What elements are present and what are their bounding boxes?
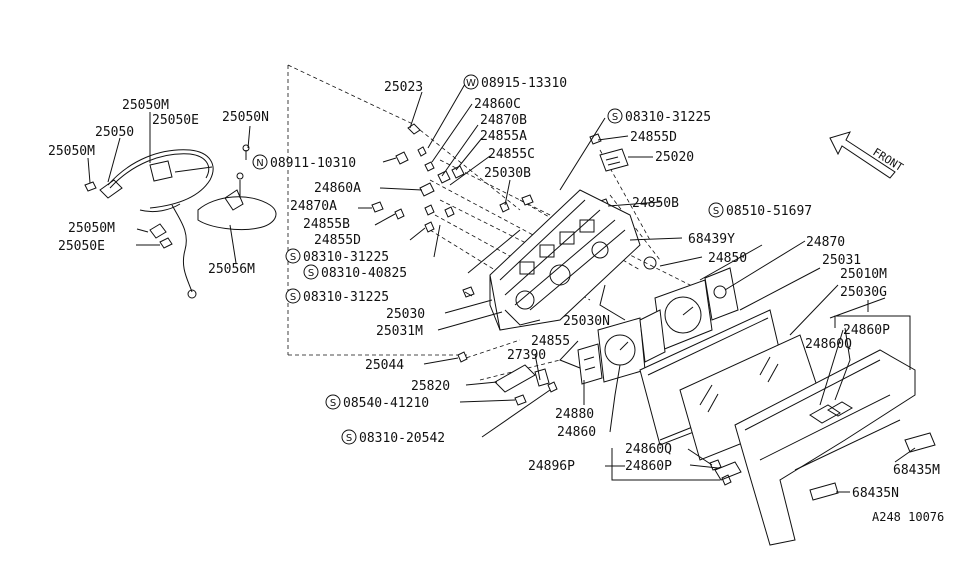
s-symbol-letter: S [612,112,618,123]
label-24860: 24860 [557,425,596,440]
label-25020: 25020 [655,150,694,165]
gauge-24855 [597,309,666,383]
label-25030B: 25030B [484,166,531,181]
grouping-brackets [605,315,855,480]
label-24860P-a: 24860P [843,323,890,338]
w-symbol-icon [463,74,479,90]
label-24880: 24880 [555,407,594,422]
s-symbol-letter: S [290,252,296,263]
label-08911-10310: 08911-10310 [270,156,356,171]
label-24860A: 24860A [314,181,361,196]
label-08310-31225-low: 08310-31225 [303,290,389,305]
s-symbol-icon [285,288,301,304]
label-24850: 24850 [708,251,747,266]
label-08310-40825: 08310-40825 [321,266,407,281]
gauge-24870 [704,267,739,321]
label-ref-code: A248 10076 [872,510,944,524]
label-25050E-b: 25050E [58,239,105,254]
label-24860P-b: 24860P [625,459,672,474]
label-68439Y: 68439Y [688,232,735,247]
s-symbol-icon [325,394,341,410]
finisher-25030G [714,349,916,546]
prefix-symbols: W N S S S S S S S [252,74,724,445]
label-68435N: 68435N [852,486,899,501]
s-symbol-letter: S [346,433,352,444]
label-25050M-b: 25050M [48,144,95,159]
label-08915-13310: 08915-13310 [481,76,567,91]
label-25050M-c: 25050M [68,221,115,236]
connector-25020 [599,148,629,172]
label-25050E-a: 25050E [152,113,199,128]
bracket-25820 [494,364,550,393]
label-24860Q-b: 24860Q [625,442,672,457]
label-24855A: 24855A [480,129,527,144]
s-symbol-icon [303,264,319,280]
label-24855: 24855 [531,334,570,349]
label-24855D-mid: 24855D [314,233,361,248]
fasteners [371,123,732,486]
label-25050: 25050 [95,125,134,140]
w-symbol-letter: W [466,78,476,89]
n-symbol-letter: N [256,158,263,169]
s-symbol-icon [285,248,301,264]
label-25010M: 25010M [840,267,887,282]
label-25030G: 25030G [840,285,887,300]
s-symbol-icon [607,108,623,124]
s-symbol-letter: S [290,292,296,303]
label-25030: 25030 [386,307,425,322]
label-25044: 25044 [365,358,404,373]
label-08310-31225-top: 08310-31225 [625,110,711,125]
label-24855B: 24855B [303,217,350,232]
label-08310-31225-mid: 08310-31225 [303,250,389,265]
label-68435M: 68435M [893,463,940,478]
label-24855D-top: 24855D [630,130,677,145]
label-25023: 25023 [384,80,423,95]
label-24855C: 24855C [488,147,535,162]
label-25050N: 25050N [222,110,269,125]
label-25056M: 25056M [208,262,255,277]
label-25030N: 25030N [563,314,610,329]
label-24860Q-a: 24860Q [805,337,852,352]
cluster-body [489,189,641,331]
label-24870A: 24870A [290,199,337,214]
plates-68435 [809,432,936,501]
s-symbol-icon [708,202,724,218]
gauge-24850 [654,279,713,351]
n-symbol-icon [252,154,268,170]
label-24870: 24870 [806,235,845,250]
label-25031M: 25031M [376,324,423,339]
label-24860C: 24860C [474,97,521,112]
s-symbol-letter: S [713,206,719,217]
s-symbol-icon [341,429,357,445]
part-labels: 25023 08915-13310 24860C 24870B 24855A 2… [48,76,944,524]
label-25820: 25820 [411,379,450,394]
label-08540-41210: 08540-41210 [343,396,429,411]
gauge-24880 [577,343,603,385]
label-24896P: 24896P [528,459,575,474]
front-arrow-icon [829,131,896,179]
s-symbol-letter: S [330,398,336,409]
label-08310-20542: 08310-20542 [359,431,445,446]
speed-sensor-25056M [197,144,277,231]
s-symbol-letter: S [308,268,314,279]
label-08510-51697: 08510-51697 [726,204,812,219]
label-27390: 27390 [507,348,546,363]
label-25031: 25031 [822,253,861,268]
label-24850B: 24850B [632,196,679,211]
speedometer-cable [84,149,214,299]
label-25050M-a: 25050M [122,98,169,113]
label-24870B: 24870B [480,113,527,128]
